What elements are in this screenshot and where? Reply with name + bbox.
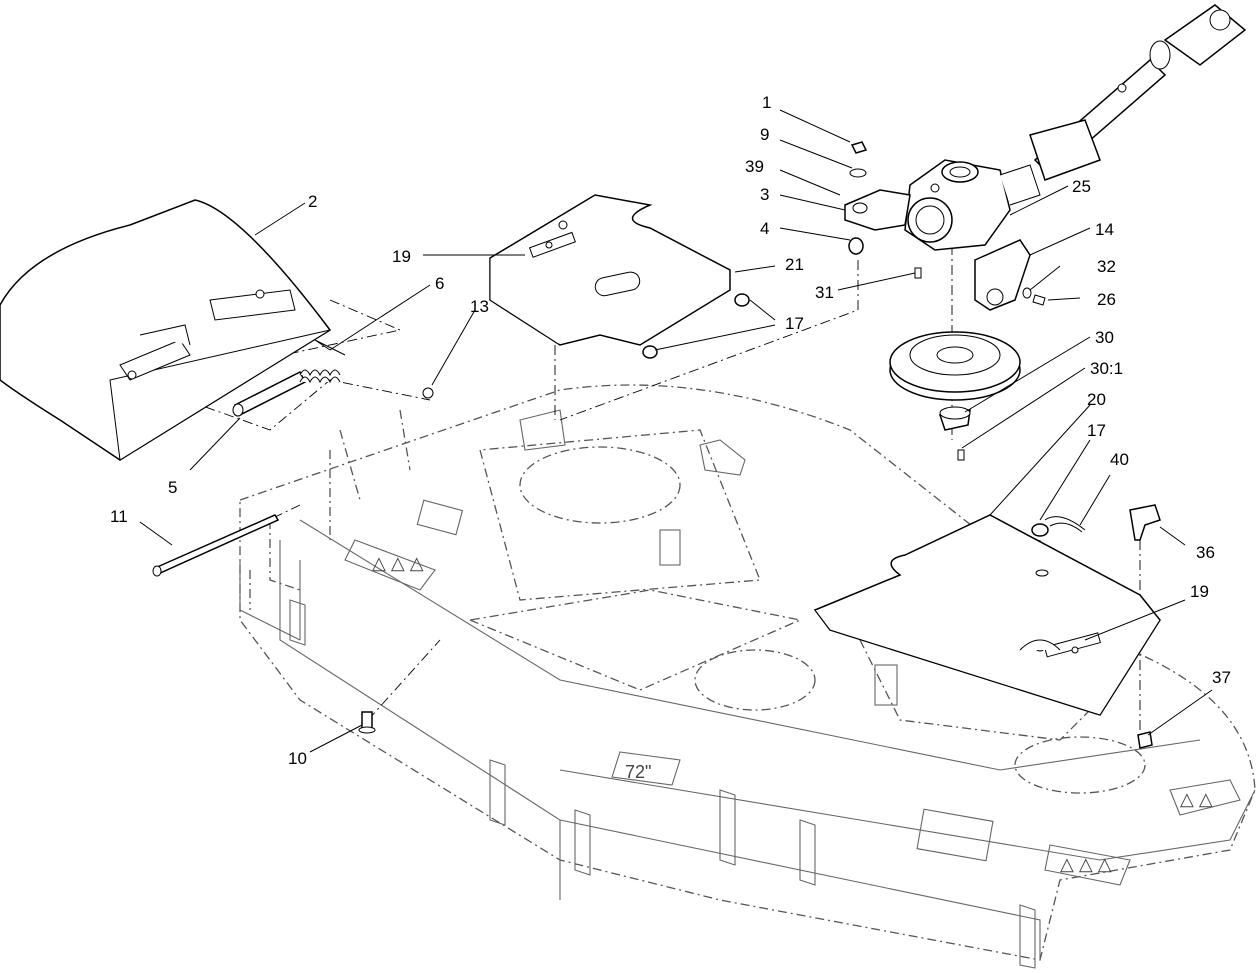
callout-14: 14 xyxy=(1095,220,1114,239)
carriage-bolt-10 xyxy=(358,711,376,734)
hairpin-40 xyxy=(1044,516,1086,533)
belt-cover-right xyxy=(813,514,1161,716)
callout-19-left: 19 xyxy=(392,247,411,266)
callout-10: 10 xyxy=(288,749,307,768)
key-31 xyxy=(914,267,922,279)
svg-text:△ △: △ △ xyxy=(1180,789,1213,809)
callout-36: 36 xyxy=(1196,543,1215,562)
callout-9: 9 xyxy=(760,125,769,144)
callout-30: 30 xyxy=(1095,328,1114,347)
callout-leaders xyxy=(139,109,1213,753)
callout-19-right: 19 xyxy=(1190,582,1209,601)
mower-deck-outline: △ △ △ △ △ △ △ △ 72" xyxy=(239,384,1256,969)
bushing-4 xyxy=(848,237,864,255)
drive-pulley xyxy=(889,331,1021,401)
gearbox-assembly xyxy=(844,4,1247,251)
svg-text:△ △ △: △ △ △ xyxy=(372,553,424,573)
callout-4: 4 xyxy=(760,219,769,238)
callout-20: 20 xyxy=(1087,390,1106,409)
washer-9 xyxy=(849,168,867,178)
callout-6: 6 xyxy=(435,274,444,293)
locknut-13 xyxy=(422,387,434,399)
deck-size-label: 72" xyxy=(625,762,651,782)
callout-30-1: 30:1 xyxy=(1090,359,1123,378)
warning-decal-right: △ △ △ xyxy=(1044,844,1131,886)
deck-size-decal: 72" xyxy=(611,751,681,786)
bushing-17a xyxy=(642,293,750,359)
gearbox-support-bracket xyxy=(974,239,1031,311)
callout-5: 5 xyxy=(168,478,177,497)
callout-26: 26 xyxy=(1097,290,1116,309)
warning-decal-side: △ △ xyxy=(1169,779,1241,816)
callout-17-left: 17 xyxy=(785,314,804,333)
callout-labels: 1 9 39 3 4 25 14 32 26 31 30 30:1 2 6 13… xyxy=(110,93,1231,768)
warning-decal-left: △ △ △ xyxy=(344,539,436,591)
callout-37: 37 xyxy=(1212,668,1231,687)
pivot-rod xyxy=(152,514,280,577)
callout-31: 31 xyxy=(815,283,834,302)
callout-11: 11 xyxy=(110,507,128,526)
knob-36 xyxy=(1129,504,1161,541)
set-screw-30-1 xyxy=(957,449,965,461)
callout-40: 40 xyxy=(1110,450,1129,469)
bolt-26 xyxy=(1032,294,1046,306)
callout-3: 3 xyxy=(760,185,769,204)
discharge-deflector xyxy=(0,199,332,461)
callout-32: 32 xyxy=(1097,257,1116,276)
washer-32 xyxy=(1022,287,1032,299)
callout-39: 39 xyxy=(745,157,764,176)
callout-21: 21 xyxy=(785,255,804,274)
callout-13: 13 xyxy=(470,297,489,316)
belt-cover-left xyxy=(489,194,731,346)
callout-17-right: 17 xyxy=(1087,421,1106,440)
callout-1: 1 xyxy=(762,93,771,112)
torsion-spring xyxy=(299,339,346,384)
bushing-17b xyxy=(1031,523,1049,537)
pulley-hub-30 xyxy=(939,406,971,431)
callout-25: 25 xyxy=(1072,177,1091,196)
nut-1 xyxy=(850,141,868,154)
clip-37 xyxy=(1137,731,1153,749)
callout-2: 2 xyxy=(308,192,317,211)
svg-text:△ △ △: △ △ △ xyxy=(1060,854,1112,874)
